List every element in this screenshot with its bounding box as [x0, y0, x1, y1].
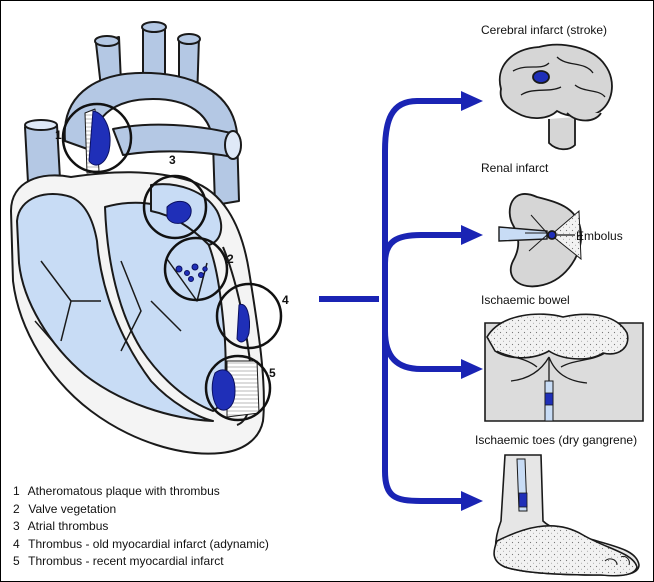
arrow-heads — [461, 91, 483, 511]
site-circle-2 — [163, 236, 229, 302]
bowel-icon — [484, 313, 644, 422]
arrow-to-bowel — [382, 330, 463, 372]
legend-item-4: 4 Thrombus - old myocardial infarct (ady… — [13, 536, 269, 551]
site-number-1: 1 — [55, 128, 62, 142]
site-circles — [61, 102, 283, 422]
site-circle-4 — [215, 282, 283, 350]
bowel-loop — [486, 313, 629, 360]
outcome-label-bowel: Ischaemic bowel — [481, 293, 570, 307]
heart-illustration — [10, 21, 265, 455]
arrowhead-kidney — [461, 225, 483, 245]
outcome-label-cerebral: Cerebral infarct (stroke) — [481, 23, 608, 37]
stroke-infarct — [532, 70, 550, 84]
legend-item-1: 1 Atheromatous plaque with thrombus — [13, 484, 220, 498]
arrow-to-kidney — [382, 232, 463, 264]
kidney-icon — [498, 193, 582, 288]
brain-icon — [498, 43, 613, 151]
legend-item-2: 2 Valve vegetation — [13, 501, 117, 516]
arrowhead-foot — [461, 491, 483, 511]
foot-embolus — [518, 492, 528, 508]
gangrene-area — [493, 525, 638, 577]
bowel-embolus — [544, 392, 554, 406]
site-numbers: 1 2 3 4 5 — [55, 128, 289, 380]
vegetation-2 — [175, 263, 208, 282]
arrowhead-bowel — [461, 359, 483, 379]
right-chamber — [16, 193, 214, 422]
legend: 1 Atheromatous plaque with thrombus 2 Va… — [13, 483, 269, 571]
site-number-4: 4 — [282, 293, 289, 307]
embolus-arrows — [319, 98, 463, 504]
legend-item-5: 5 Thrombus - recent myocardial infarct — [13, 554, 224, 568]
site-number-5: 5 — [269, 366, 276, 380]
legend-item-3: 3 Atrial thrombus — [13, 519, 109, 533]
thrombus-3 — [166, 200, 192, 224]
thrombus-4 — [236, 303, 250, 343]
outcome-label-renal: Renal infarct — [481, 161, 549, 175]
site-circle-5 — [204, 354, 272, 422]
arrow-spine — [382, 98, 422, 504]
renal-artery — [498, 226, 548, 242]
thrombi — [88, 110, 250, 411]
site-number-2: 2 — [227, 252, 234, 266]
site-number-3: 3 — [169, 153, 176, 167]
thrombus-5 — [211, 369, 236, 411]
site-circle-1 — [61, 102, 133, 174]
site-circle-3 — [142, 174, 208, 240]
outcome-label-toes: Ischaemic toes (dry gangrene) — [475, 433, 638, 447]
arrowhead-brain — [461, 91, 483, 111]
embolus-dot — [547, 230, 557, 240]
foot-icon — [493, 454, 640, 577]
thrombus-1 — [88, 110, 111, 166]
embolus-label: Embolus — [576, 229, 623, 243]
